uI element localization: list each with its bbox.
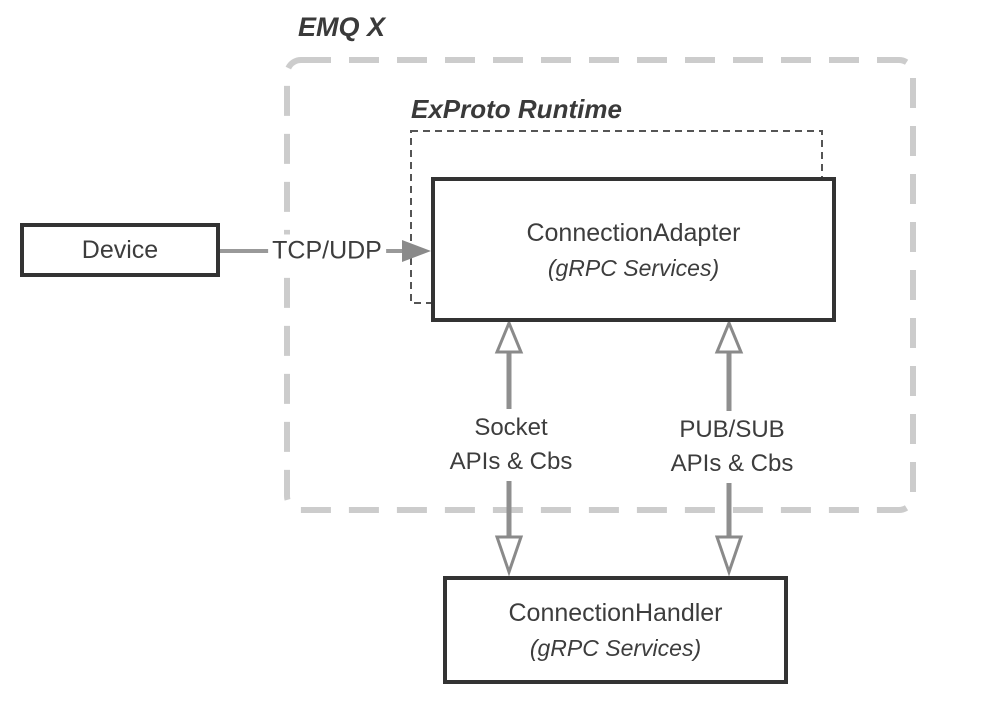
connection-adapter-title: ConnectionAdapter [526, 218, 741, 247]
pubsub-apis-edge-label-line2: APIs & Cbs [670, 450, 794, 477]
socket-arrowhead-down-icon [494, 535, 524, 577]
tcp-udp-edge-label: TCP/UDP [268, 234, 386, 268]
pubsub-apis-edge-label: PUB/SUB APIs & Cbs [662, 411, 802, 483]
connection-adapter-node: ConnectionAdapter (gRPC Services) [431, 177, 836, 322]
connection-handler-title: ConnectionHandler [508, 599, 723, 627]
connection-handler-subtitle: (gRPC Services) [529, 635, 702, 661]
device-node: Device [20, 223, 220, 277]
pubsub-apis-edge-label-line1: PUB/SUB [679, 416, 785, 443]
pubsub-arrowhead-down-icon [714, 535, 744, 577]
connection-adapter-subtitle: (gRPC Services) [547, 254, 720, 281]
socket-apis-edge-label-line2: APIs & Cbs [449, 448, 573, 475]
socket-apis-edge-label: Socket APIs & Cbs [441, 409, 581, 481]
device-node-label: Device [81, 236, 159, 264]
exproto-runtime-region-label: ExProto Runtime [411, 94, 622, 124]
tcp-arrowhead-right-icon [402, 240, 431, 262]
emqx-container-dashed-border [284, 57, 916, 513]
socket-apis-edge-label-line1: Socket [474, 414, 548, 441]
pubsub-arrowhead-up-icon [714, 319, 744, 354]
connection-handler-node: ConnectionHandler (gRPC Services) [443, 576, 788, 684]
socket-arrowhead-up-icon [494, 319, 524, 354]
emqx-region-label: EMQ X [298, 12, 386, 42]
